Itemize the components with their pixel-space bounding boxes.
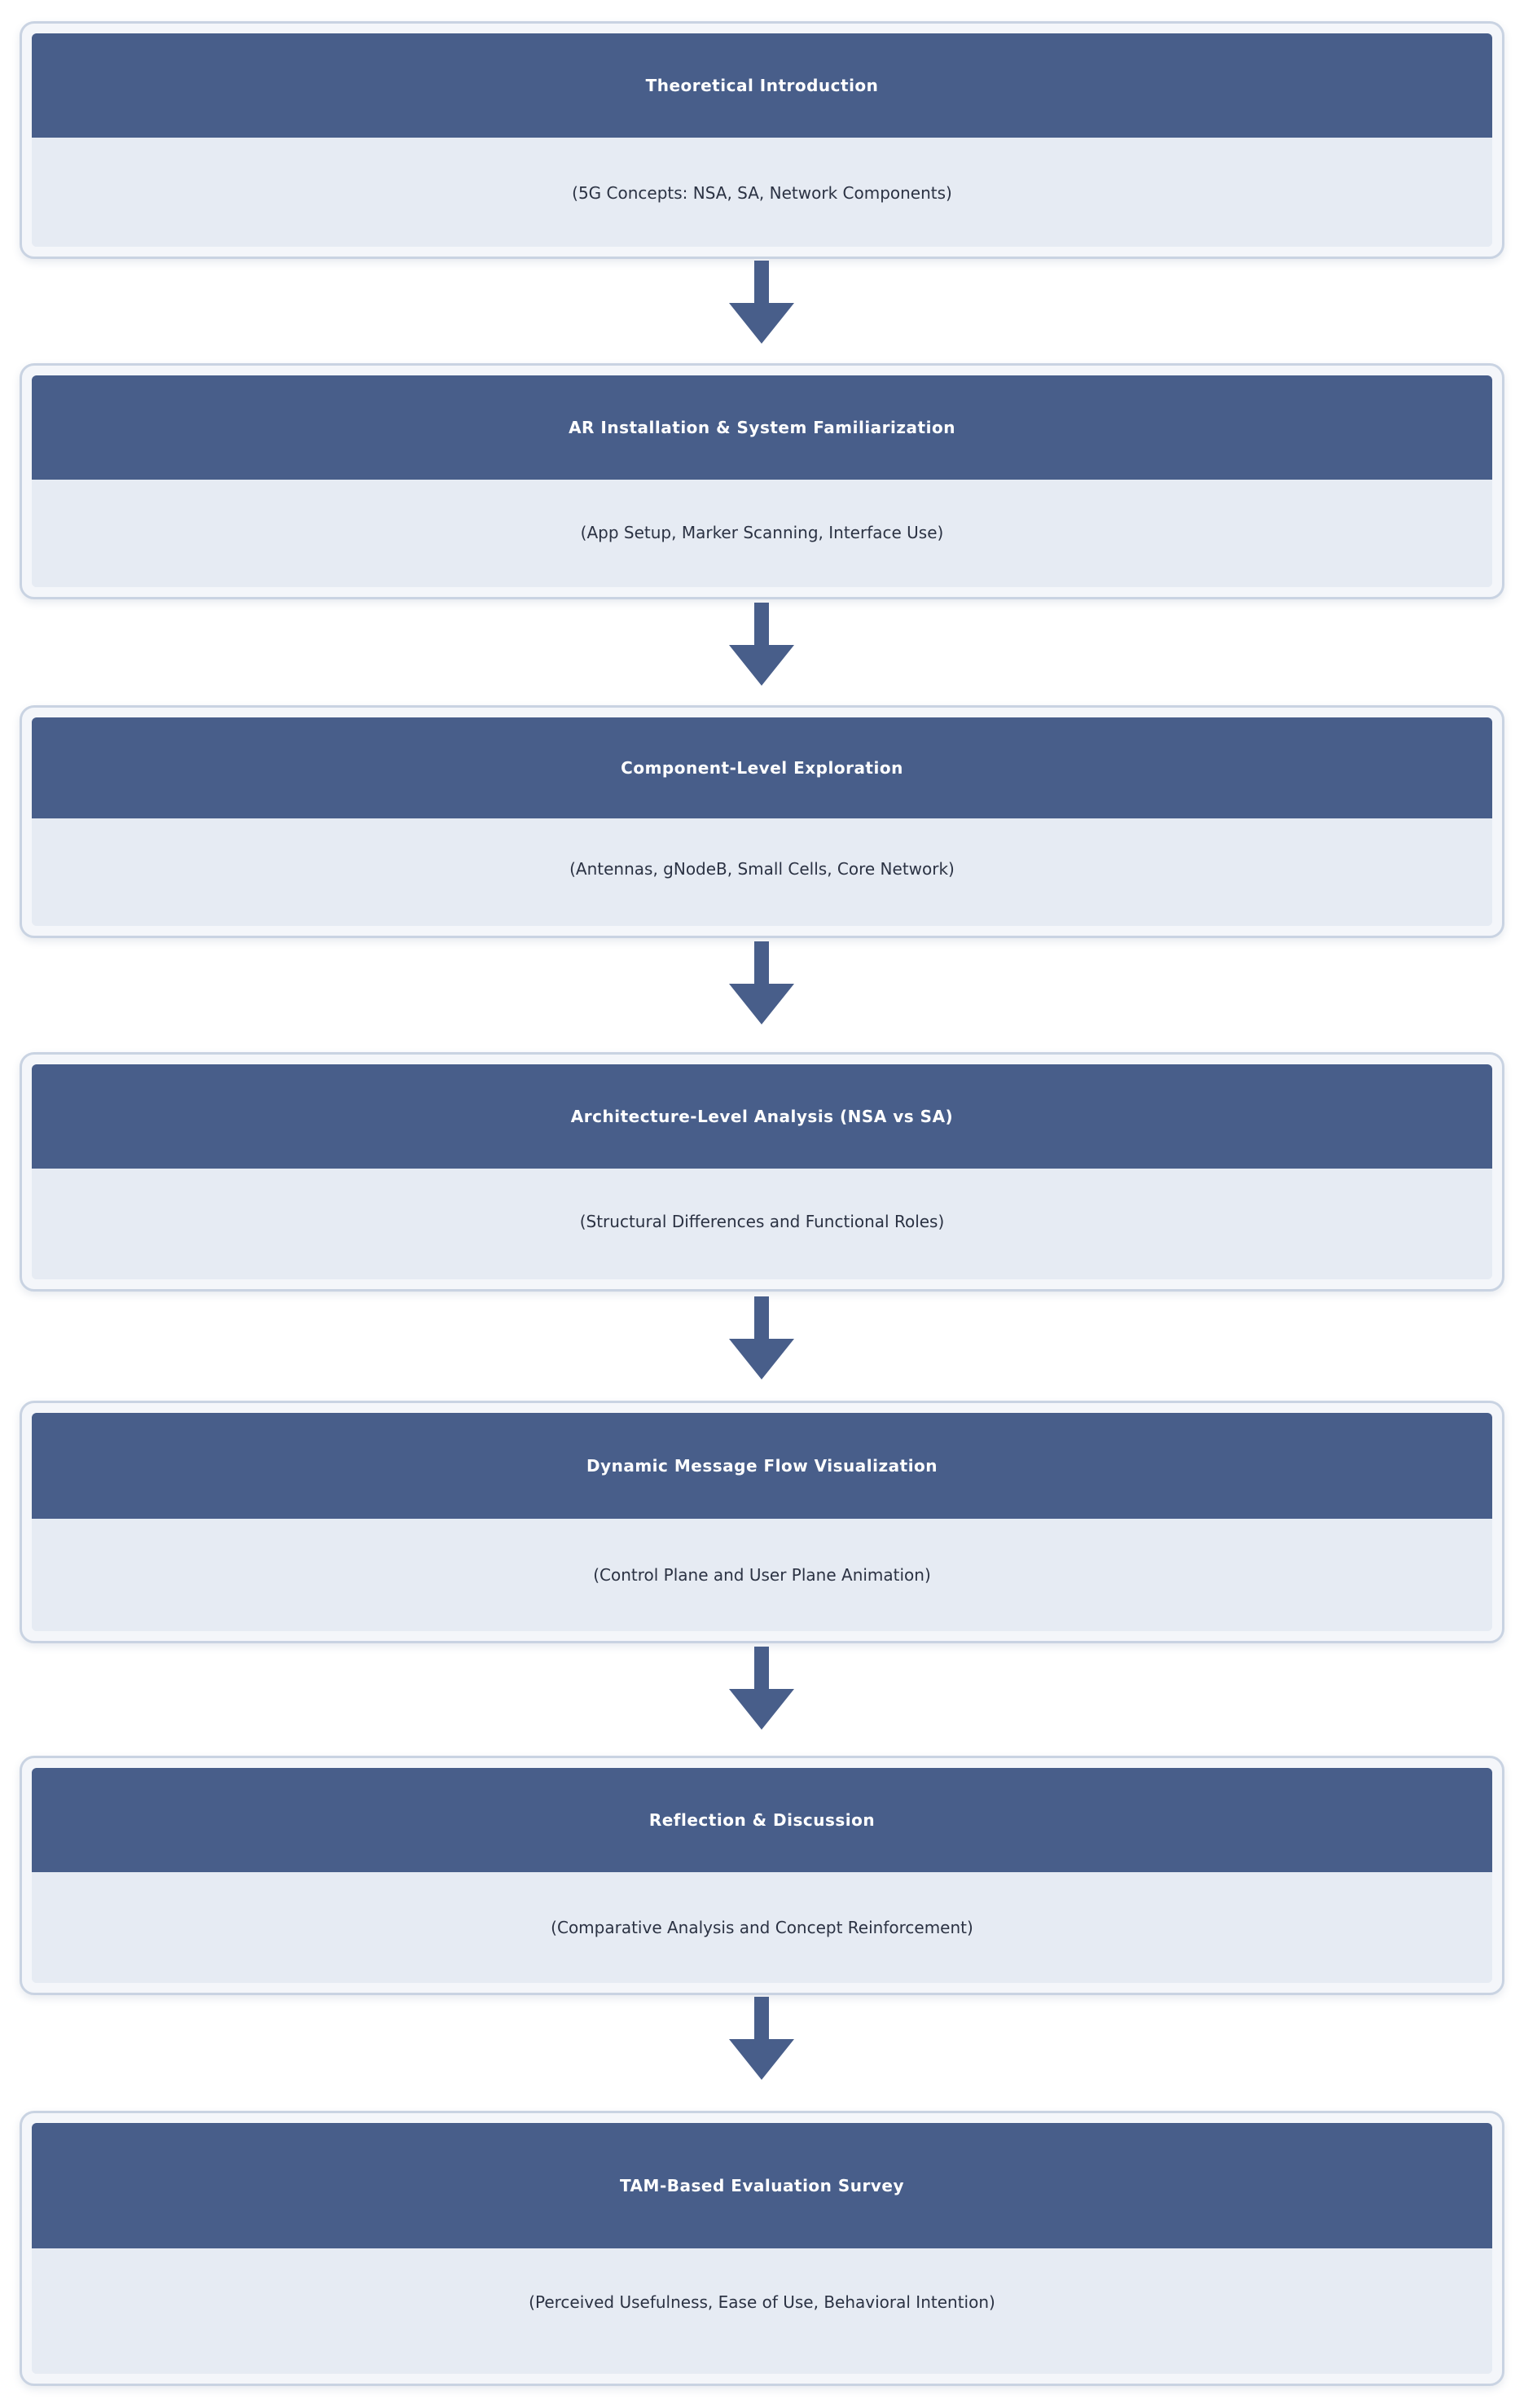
step-component-exploration: Component-Level Exploration (Antennas, g… [20,705,1504,938]
step-subtitle: (App Setup, Marker Scanning, Interface U… [32,480,1492,587]
step-title: TAM-Based Evaluation Survey [32,2123,1492,2248]
step-title: Dynamic Message Flow Visualization [32,1413,1492,1519]
step-content: TAM-Based Evaluation Survey (Perceived U… [32,2123,1492,2374]
step-title: AR Installation & System Familiarization [32,375,1492,480]
step-subtitle: (Control Plane and User Plane Animation) [32,1519,1492,1631]
step-architecture-analysis: Architecture-Level Analysis (NSA vs SA) … [20,1052,1504,1292]
step-message-flow: Dynamic Message Flow Visualization (Cont… [20,1401,1504,1643]
step-content: AR Installation & System Familiarization… [32,375,1492,587]
step-subtitle: (5G Concepts: NSA, SA, Network Component… [32,138,1492,247]
step-subtitle: (Structural Differences and Functional R… [32,1169,1492,1279]
step-content: Reflection & Discussion (Comparative Ana… [32,1768,1492,1983]
step-subtitle: (Antennas, gNodeB, Small Cells, Core Net… [32,818,1492,926]
step-content: Component-Level Exploration (Antennas, g… [32,717,1492,926]
step-content: Architecture-Level Analysis (NSA vs SA) … [32,1064,1492,1279]
step-theoretical-introduction: Theoretical Introduction (5G Concepts: N… [20,21,1504,259]
step-content: Theoretical Introduction (5G Concepts: N… [32,33,1492,247]
step-title: Architecture-Level Analysis (NSA vs SA) [32,1064,1492,1169]
step-ar-installation: AR Installation & System Familiarization… [20,363,1504,599]
step-title: Reflection & Discussion [32,1768,1492,1872]
step-reflection-discussion: Reflection & Discussion (Comparative Ana… [20,1756,1504,1995]
step-title: Theoretical Introduction [32,33,1492,138]
step-tam-evaluation: TAM-Based Evaluation Survey (Perceived U… [20,2111,1504,2386]
step-title: Component-Level Exploration [32,717,1492,818]
step-subtitle: (Comparative Analysis and Concept Reinfo… [32,1872,1492,1983]
step-content: Dynamic Message Flow Visualization (Cont… [32,1413,1492,1631]
step-subtitle: (Perceived Usefulness, Ease of Use, Beha… [32,2248,1492,2374]
